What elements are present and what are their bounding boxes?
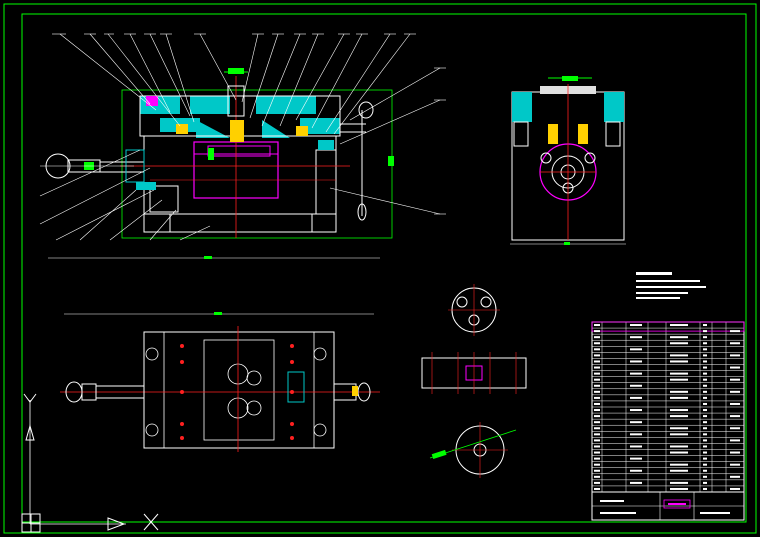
technical-notes bbox=[636, 272, 706, 299]
ucs-axis-icon bbox=[21, 393, 126, 533]
side-section-view[interactable] bbox=[510, 76, 626, 245]
front-section-view[interactable] bbox=[39, 33, 446, 259]
drawing-inner-frame bbox=[21, 13, 747, 523]
plan-view[interactable] bbox=[60, 312, 380, 452]
detail-bottom-circle[interactable] bbox=[429, 422, 517, 478]
drawing-outer-frame bbox=[3, 3, 757, 534]
detail-mid-block[interactable] bbox=[421, 352, 527, 394]
detail-top-circle[interactable] bbox=[448, 284, 500, 336]
cursor-crosshair-icon bbox=[143, 513, 159, 531]
bill-of-materials-table[interactable] bbox=[591, 321, 745, 521]
